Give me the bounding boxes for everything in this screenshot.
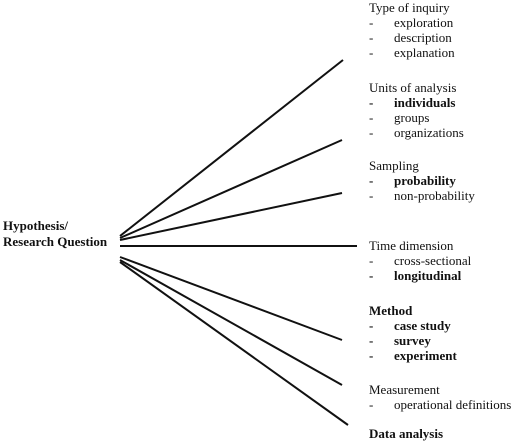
branch-heading: Method bbox=[369, 303, 413, 318]
branch-item: groups bbox=[394, 110, 430, 125]
branch-item: operational definitions bbox=[394, 397, 512, 412]
branch-item: individuals bbox=[394, 95, 456, 110]
root-line-1: Hypothesis/ bbox=[3, 218, 69, 233]
branch-heading: Data analysis bbox=[369, 426, 444, 441]
branch-item: explanation bbox=[394, 45, 455, 60]
branch-item: description bbox=[394, 30, 452, 45]
branch-heading: Time dimension bbox=[369, 238, 454, 253]
branch-item: organizations bbox=[394, 125, 464, 140]
connector-method bbox=[119, 256, 343, 341]
branch-heading: Sampling bbox=[369, 158, 419, 173]
branch-item: longitudinal bbox=[394, 268, 462, 283]
root-line-2: Research Question bbox=[3, 234, 108, 249]
connector-type-of-inquiry bbox=[119, 59, 344, 237]
branch-heading: Units of analysis bbox=[369, 80, 457, 95]
branch-heading: Measurement bbox=[369, 382, 440, 397]
branch-measurement: Measurement -operational definitions bbox=[369, 382, 512, 412]
connector-data-analysis bbox=[119, 261, 349, 426]
branch-item: exploration bbox=[394, 15, 454, 30]
branch-item: experiment bbox=[394, 348, 457, 363]
branch-item: case study bbox=[394, 318, 451, 333]
branch-item: survey bbox=[394, 333, 431, 348]
branch-method: Method -case study -survey -experiment bbox=[369, 303, 457, 363]
branch-heading: Type of inquiry bbox=[369, 0, 450, 15]
connector-units-of-analysis bbox=[119, 139, 343, 239]
branch-units-of-analysis: Units of analysis -individuals -groups -… bbox=[369, 80, 464, 140]
branch-item: cross-sectional bbox=[394, 253, 472, 268]
connector-sampling bbox=[119, 192, 343, 241]
branch-sampling: Sampling -probability -non-probability bbox=[369, 158, 475, 203]
branch-type-of-inquiry: Type of inquiry -exploration -descriptio… bbox=[369, 0, 455, 60]
branch-data-analysis: Data analysis bbox=[369, 426, 443, 441]
branch-item: non-probability bbox=[394, 188, 475, 203]
connector-measurement bbox=[119, 259, 343, 386]
root-node: Hypothesis/ Research Question bbox=[3, 218, 107, 250]
branch-time-dimension: Time dimension -cross-sectional -longitu… bbox=[369, 238, 472, 283]
branch-item: probability bbox=[394, 173, 456, 188]
